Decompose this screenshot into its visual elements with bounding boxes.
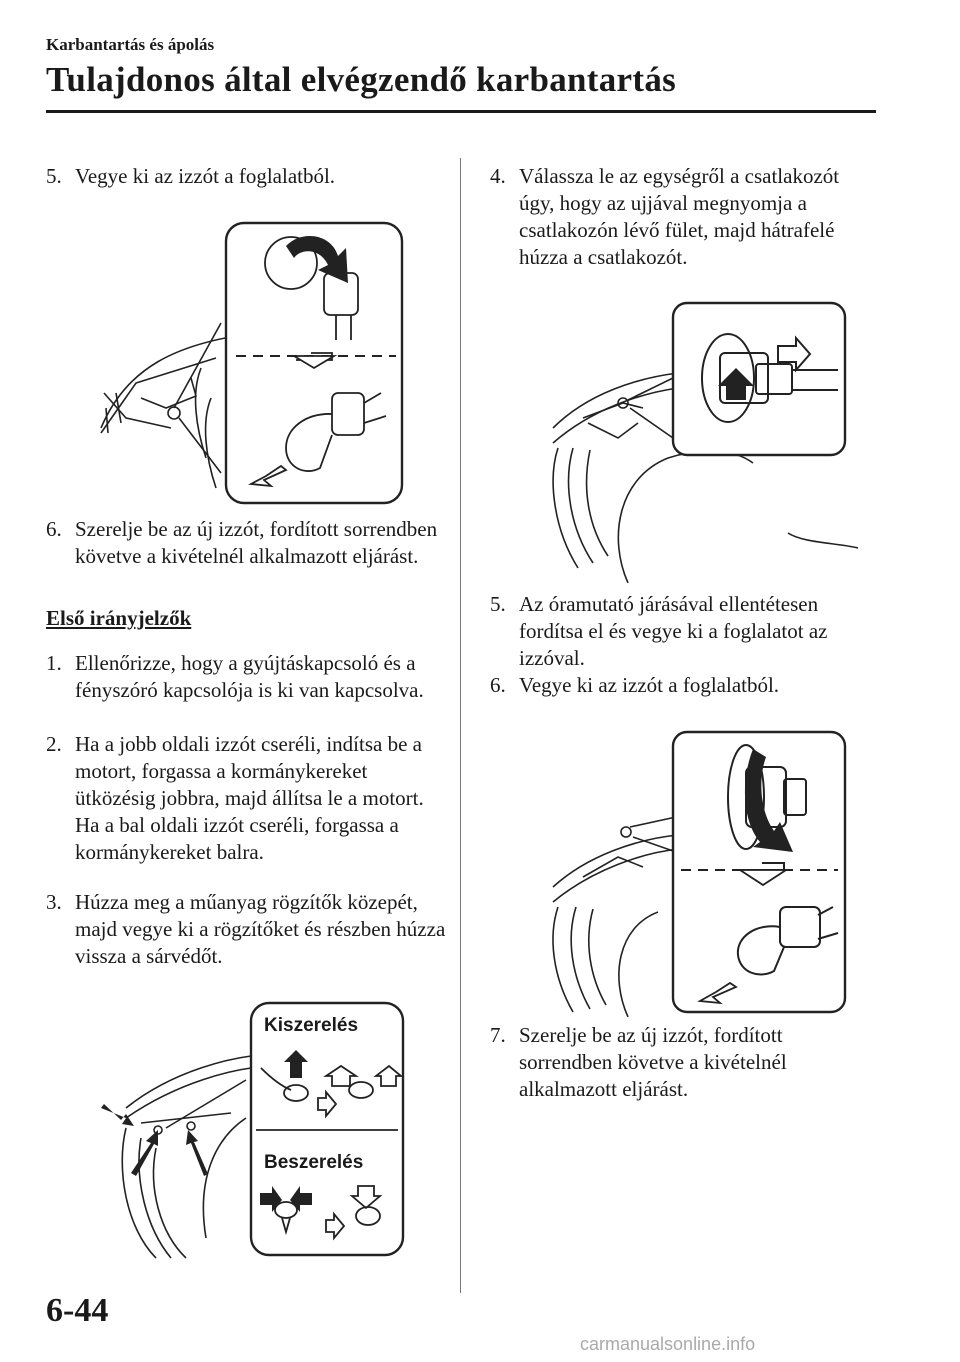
step-text: Az óramutató járásával ellentétesen ford… xyxy=(519,592,828,670)
step-text: Szerelje be az új izzót, fordított sorre… xyxy=(75,517,438,568)
step-number: 3. xyxy=(46,890,62,914)
step-remove-bulb: 5. Vegye ki az izzót a foglalatból. xyxy=(46,163,446,190)
label-installation: Beszerelés xyxy=(264,1152,363,1173)
step-number: 5. xyxy=(46,164,62,188)
step-turn-wheel: 2. Ha a jobb oldali izzót cseréli, indít… xyxy=(46,731,446,866)
section-title: Karbantartás és ápolás xyxy=(46,35,215,54)
label-removal: Kiszerelés xyxy=(264,1015,358,1036)
title-rule xyxy=(46,110,876,113)
step-disconnect-connector: 4. Válassza le az egységről a csatlakozó… xyxy=(490,163,875,271)
step-check-switches: 1. Ellenőrizze, hogy a gyújtáskapcsoló é… xyxy=(46,650,446,704)
subheading-front-turn-signals: Első irányjelzők xyxy=(46,606,192,630)
step-number: 7. xyxy=(490,1023,506,1047)
figure-connector-release xyxy=(548,298,860,583)
step-number: 6. xyxy=(490,673,506,697)
step-install-bulb-2: 7. Szerelje be az új izzót, fordított so… xyxy=(490,1022,875,1103)
figure-socket-removal xyxy=(548,727,860,1017)
column-divider xyxy=(460,158,461,1293)
step-text: Vegye ki az izzót a foglalatból. xyxy=(519,673,780,697)
page-title: Tulajdonos által elvégzendő karbantartás xyxy=(46,60,677,99)
step-remove-socket: 5. Az óramutató járásával ellentétesen f… xyxy=(490,591,875,672)
step-number: 4. xyxy=(490,164,506,188)
figure-fastener-removal: Kiszerelés Beszerelés xyxy=(96,998,408,1260)
step-text: Szerelje be az új izzót, fordított sorre… xyxy=(519,1023,787,1101)
step-remove-fasteners: 3. Húzza meg a műanyag rögzítők közepét,… xyxy=(46,889,446,970)
page-number: 6-44 xyxy=(46,1292,109,1329)
watermark: carmanualsonline.info xyxy=(580,1334,756,1354)
step-text: Válassza le az egységről a csatlakozót ú… xyxy=(519,164,840,269)
step-remove-bulb-2: 6. Vegye ki az izzót a foglalatból. xyxy=(490,672,875,699)
step-text: Vegye ki az izzót a foglalatból. xyxy=(75,164,336,188)
step-number: 6. xyxy=(46,517,62,541)
step-number: 2. xyxy=(46,732,62,756)
step-number: 5. xyxy=(490,592,506,616)
step-text: Húzza meg a műanyag rögzítők közepét, ma… xyxy=(75,890,446,968)
step-text: Ha a jobb oldali izzót cseréli, indítsa … xyxy=(75,732,424,864)
step-text: Ellenőrizze, hogy a gyújtáskapcsoló és a… xyxy=(75,651,424,702)
figure-headlight-bulb-removal xyxy=(96,218,408,508)
step-number: 1. xyxy=(46,651,62,675)
step-install-bulb: 6. Szerelje be az új izzót, fordított so… xyxy=(46,516,446,570)
